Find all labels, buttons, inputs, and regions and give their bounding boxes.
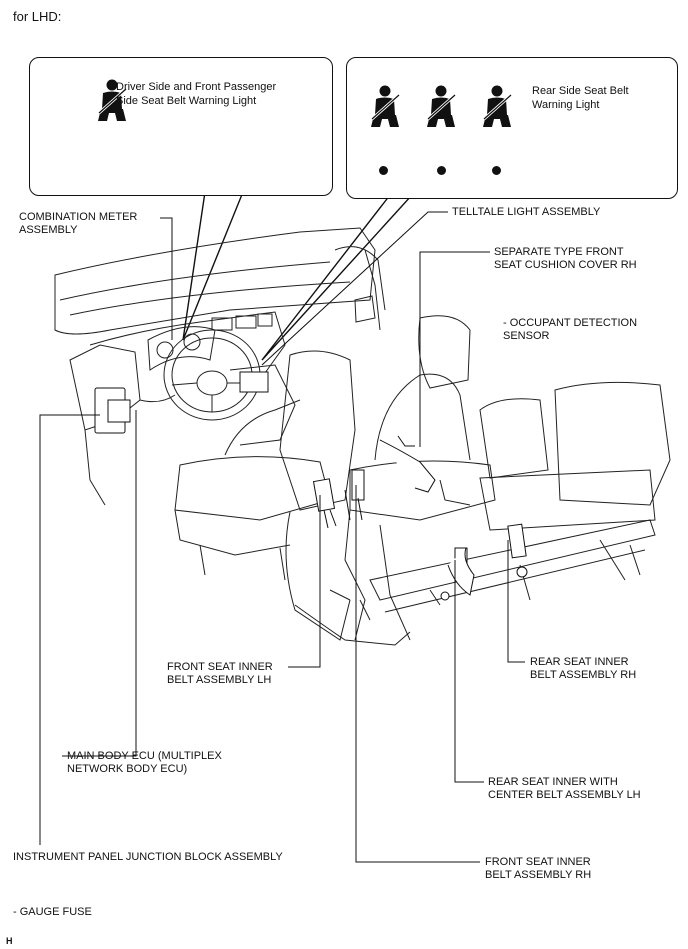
seat-belt-icon [369,84,401,129]
front-warning-light-caption: Driver Side and Front Passenger Side Sea… [116,81,277,107]
rear-warning-light-caption: Rear Side Seat Belt Warning Light [532,85,629,111]
callout-pointers [182,191,414,361]
indicator-dot [437,166,446,175]
indicator-dot [492,166,501,175]
main-body-ecu-label: MAIN BODY ECU (MULTIPLEX NETWORK BODY EC… [67,750,222,775]
leader-lines [39,211,525,863]
figure-code: H [6,936,13,946]
car-interior [54,227,671,646]
front-warning-light-callout: Driver Side and Front Passenger Side Sea… [29,57,333,196]
belt-parts [94,371,528,601]
seat-belt-icon [481,84,513,129]
occupant-sensor-label: - OCCUPANT DETECTION SENSOR [503,317,638,342]
separate-cover-label: SEPARATE TYPE FRONT SEAT CUSHION COVER R… [494,246,637,271]
front-inner-belt-lh-label: FRONT SEAT INNER BELT ASSEMBLY LH [167,661,273,686]
ip-junction-block-label: INSTRUMENT PANEL JUNCTION BLOCK ASSEMBLY [13,851,283,863]
rear-center-belt-lh-label: REAR SEAT INNER WITH CENTER BELT ASSEMBL… [488,776,641,801]
gauge-fuse-label: - GAUGE FUSE [13,906,92,918]
front-inner-belt-rh-label: FRONT SEAT INNER BELT ASSEMBLY RH [485,856,592,881]
combination-meter-label: COMBINATION METER ASSEMBLY [19,211,138,236]
seat-belt-icon [425,84,457,129]
variant-label: for LHD: [13,9,62,24]
rear-inner-belt-rh-label: REAR SEAT INNER BELT ASSEMBLY RH [530,656,637,681]
telltale-light-label: TELLTALE LIGHT ASSEMBLY [452,206,601,218]
rear-warning-light-callout: Rear Side Seat Belt Warning Light [346,57,678,199]
indicator-dot [379,166,388,175]
